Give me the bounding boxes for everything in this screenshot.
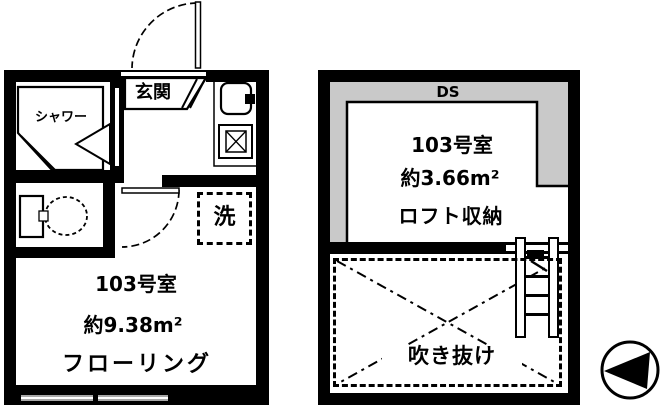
loft-storage-label: ロフト収納 [398,204,504,228]
left-plan-top-wall-left [4,70,120,82]
shower-door-swing-triangle [74,122,111,166]
shower-pan-outline [16,85,105,172]
laundry-label: 洗 [213,205,236,230]
flooring-label: フローリング [61,352,212,377]
void-label: 吹き抜け [382,344,522,369]
duct-space-label: DS [436,83,460,101]
kitchen-stub-wall [162,175,256,187]
kitchen-counter-outline [213,80,256,167]
ladder-rail-right [548,237,559,338]
loft-floor-wall-solid [330,242,506,254]
window-segment-right [96,393,170,403]
left-room-area: 約9.38m² [83,313,183,337]
entrance-door-leaf [194,1,202,69]
right-plan-left-wall [318,70,330,405]
loft-room-border [345,100,568,242]
compass-north-arrow-icon [604,352,650,389]
ladder-rung-3 [525,294,549,297]
ladder-rung-2 [525,275,549,278]
faucet-icon [245,94,255,104]
void-cross-line-2 [336,260,559,385]
left-plan-right-wall [256,70,269,405]
toilet-room-bottom-wall [4,247,115,258]
shower-pan-corner-line [20,135,57,172]
ladder-hook-mark [527,250,544,256]
shower-door-slit [115,88,119,166]
duct-space-right-column [536,103,568,187]
right-plan-bottom-wall [318,393,580,405]
entrance-label: 玄関 [135,82,171,103]
right-room-number: 103号室 [411,133,493,157]
shower-room-bottom-wall [4,170,124,183]
laundry-space-box [197,192,252,245]
right-plan-right-wall [568,70,580,405]
toilet-doorway-gap [115,184,123,246]
stove-inner-square [225,130,247,153]
toilet-door-leaf [121,187,180,194]
shower-label: シャワー [34,110,87,125]
toilet-room-right-wall [103,183,115,247]
entrance-hatch-line-1 [181,78,198,109]
left-plan-left-wall [4,70,16,405]
ladder-rung-4 [525,313,549,316]
toilet-bowl-icon [44,196,88,236]
stove-diagonal-2 [225,130,247,153]
right-plan-top-wall [318,70,580,82]
duct-space-top-band [330,82,568,103]
right-room-area: 約3.66m² [400,166,500,190]
toilet-tank-notch [38,210,49,222]
duct-space-left-column [330,103,348,242]
left-room-number: 103号室 [95,272,177,296]
ladder-hook-diagonal [530,259,548,273]
left-plan-top-wall-right [206,70,269,82]
loft-floor-edge-line-upper [505,242,568,245]
window-segment-left [19,393,95,403]
void-dashed-box [333,258,562,387]
toilet-door-swing-arc [121,189,180,248]
ladder-rung-1 [525,256,549,259]
entrance-hatch-line-2 [189,78,206,109]
ladder-rail-left [515,237,526,338]
entrance-door-swing-arc [131,2,199,69]
